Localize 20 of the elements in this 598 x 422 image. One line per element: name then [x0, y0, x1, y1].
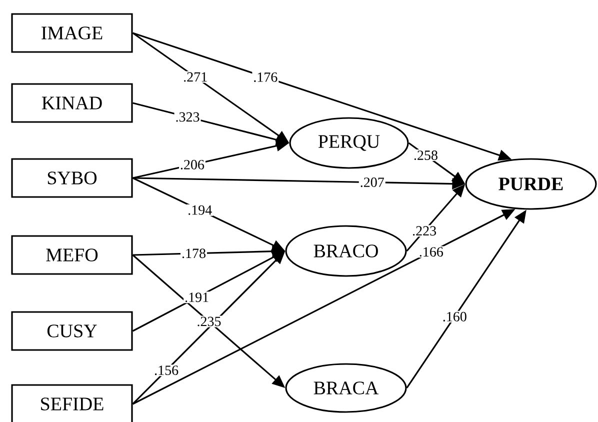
coefficient-label: .191 — [185, 292, 208, 302]
coefficient-label: .156 — [155, 366, 178, 376]
variable-box: MEFO — [11, 235, 133, 275]
variable-box: IMAGE — [11, 13, 133, 53]
variable-box: SYBO — [11, 158, 133, 198]
coefficient-label: .271 — [184, 72, 207, 82]
variable-box: SEFIDE — [11, 384, 133, 422]
coefficient-label: .323 — [176, 112, 200, 122]
coefficient-label: .207 — [360, 178, 384, 188]
coefficient-label: .176 — [254, 72, 278, 82]
coefficient-label: .223 — [413, 226, 436, 236]
coefficient-label: .206 — [180, 160, 204, 170]
coefficient-label: .258 — [414, 150, 438, 160]
coefficient-label: .166 — [420, 247, 444, 257]
coefficient-label: .235 — [198, 316, 221, 326]
variable-box: CUSY — [11, 311, 133, 351]
variable-box: KINAD — [11, 83, 133, 123]
coefficient-label: .178 — [182, 248, 206, 258]
coefficient-label: .160 — [443, 312, 466, 322]
coefficient-label: .194 — [188, 205, 212, 215]
